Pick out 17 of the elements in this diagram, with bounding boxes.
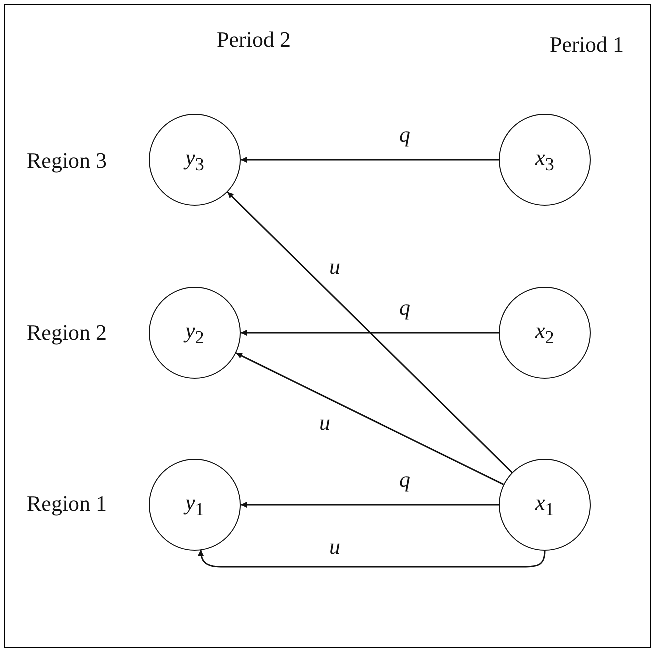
variable-circle: x$_{3}$ [499,114,591,206]
arrow [241,502,499,508]
variable-circle: x$_{1}$ [499,459,591,551]
row-heading: Region 1 [27,491,108,517]
row-heading: Region 2 [27,320,108,346]
column-heading: Period 1 [550,32,624,58]
variable-circle: y$_{1}$ [149,459,241,551]
variable-circle: y$_{3}$ [149,114,241,206]
variable-circle: y$_{2}$ [149,287,241,379]
column-heading: Period 2 [217,27,291,53]
row-heading: Region 3 [27,148,108,174]
variable-circle: x$_{2}$ [499,287,591,379]
arrow [227,192,513,474]
arrow [241,330,499,336]
arrow [236,352,504,486]
arrow [198,550,546,568]
arrow [241,157,499,163]
